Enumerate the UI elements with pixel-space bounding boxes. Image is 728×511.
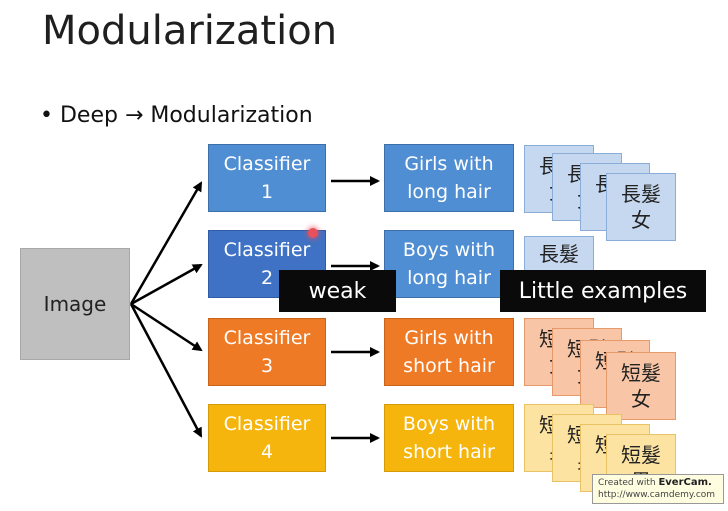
little-examples-label: Little examples	[500, 270, 706, 312]
category-3-box: Girls with short hair	[384, 318, 514, 386]
category-3-line1: Girls with	[404, 327, 494, 349]
arrow-image-to-classifier-2	[130, 263, 203, 306]
classifier-4-line1: Classifier	[223, 413, 311, 435]
classifier-2-line2: 2	[260, 267, 274, 289]
arrow-image-to-classifier-4	[129, 303, 203, 438]
classifier-3-line2: 3	[260, 355, 274, 377]
classifier-4-box: Classifier 4	[208, 404, 326, 472]
classifier-3-line1: Classifier	[223, 327, 311, 349]
category-3-line2: short hair	[403, 355, 495, 377]
category-2-line1: Boys with	[402, 239, 496, 261]
image-label: Image	[43, 292, 107, 316]
arrow-image-to-classifier-1	[129, 181, 203, 305]
category-1-line1: Girls with	[404, 153, 494, 175]
evercam-watermark: Created with EverCam. http://www.camdemy…	[592, 474, 724, 504]
arrow-image-to-classifier-3	[130, 302, 203, 352]
classifier-3-box: Classifier 3	[208, 318, 326, 386]
classifier-1-line1: Classifier	[223, 153, 311, 175]
classifier-2-line1: Classifier	[223, 239, 311, 261]
weak-label: weak	[279, 270, 396, 312]
example-card: 長髮女	[606, 173, 676, 241]
example-card: 短髮女	[606, 352, 676, 420]
category-1-line2: long hair	[407, 181, 491, 203]
image-box: Image	[20, 248, 130, 360]
classifier-1-line2: 1	[260, 181, 274, 203]
laser-pointer-dot	[308, 228, 318, 238]
bullet-point: • Deep → Modularization	[40, 103, 313, 128]
category-4-box: Boys with short hair	[384, 404, 514, 472]
category-1-box: Girls with long hair	[384, 144, 514, 212]
category-4-line2: short hair	[403, 441, 495, 463]
classifier-4-line2: 4	[260, 441, 274, 463]
category-2-box: Boys with long hair	[384, 230, 514, 298]
category-4-line1: Boys with	[402, 413, 496, 435]
category-2-line2: long hair	[407, 267, 491, 289]
classifier-1-box: Classifier 1	[208, 144, 326, 212]
slide-title: Modularization	[42, 8, 338, 54]
